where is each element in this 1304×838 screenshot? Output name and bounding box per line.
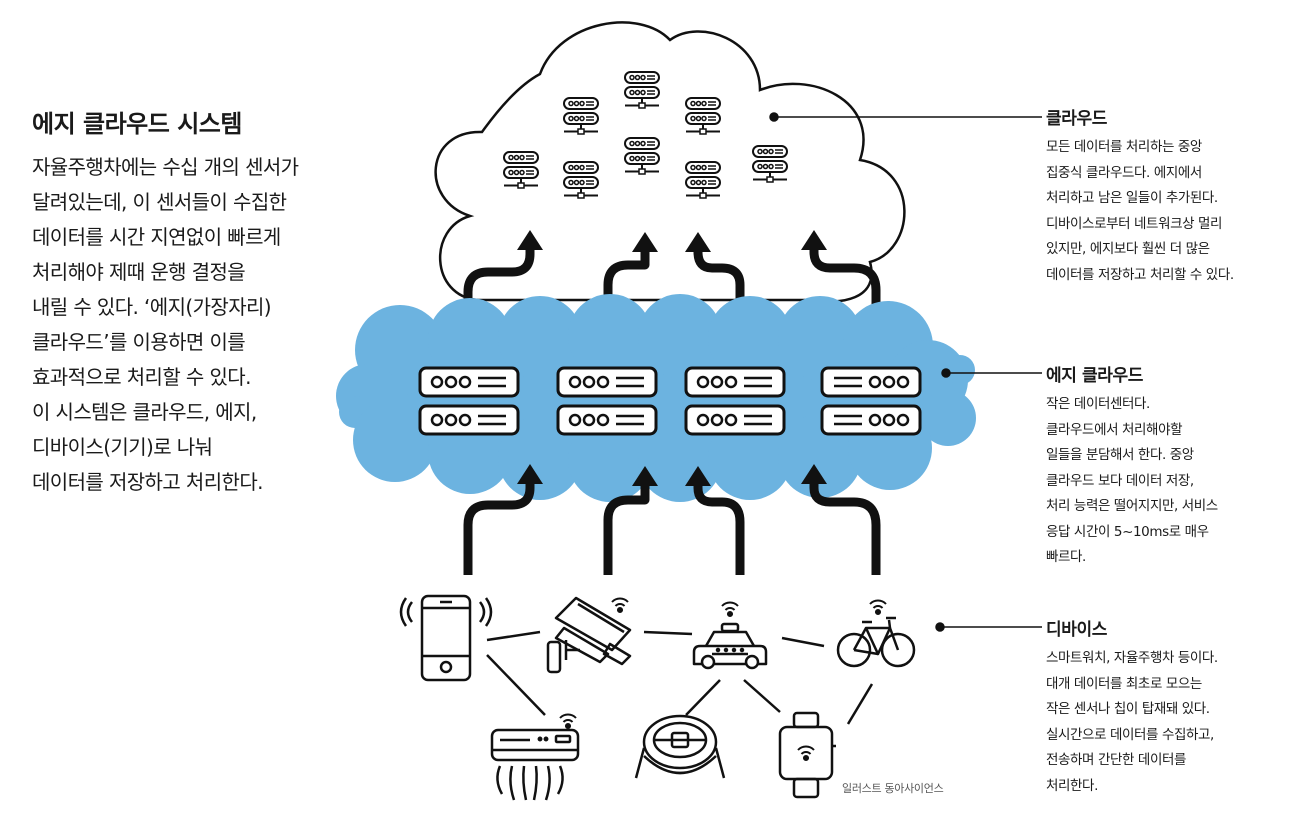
wifi-icon [868,599,888,616]
arrow-up-icon [685,232,711,252]
leader-lines [769,112,1042,632]
intro-line: 클라우드’를 이용하면 이를 [32,330,246,354]
device-line: 스마트워치, 자율주행차 등이다. [1046,650,1218,666]
wifi-icon [558,713,578,730]
smartphone-icon [399,594,493,682]
device-heading: 디바이스 [1046,620,1107,640]
edge-line: 처리 능력은 떨어지지만, 서비스 [1046,498,1218,514]
arrow-up-icon [632,466,658,486]
wifi-icon [720,601,740,618]
server-icon [418,404,520,436]
arrow-up-icon [801,464,827,484]
air-conditioner-icon [490,713,580,801]
device-line: 실시간으로 데이터를 수집하고, [1046,726,1214,743]
intro-line: 처리해야 제때 운행 결정을 [32,260,246,284]
edge-line: 빠르다. [1046,549,1086,565]
intro-line: 이 시스템은 클라우드, 에지, [32,400,257,424]
device-line: 작은 센서나 칩이 탑재돼 있다. [1046,701,1210,717]
device-description: 디바이스 스마트워치, 자율주행차 등이다. 대개 데이터를 최초로 모으는 작… [1046,615,1296,799]
server-icon [556,366,658,398]
cloud-line: 처리하고 남은 일들이 추가된다. [1046,190,1218,206]
arrow-heads-top [517,230,827,252]
cloud-heading: 클라우드 [1046,109,1107,129]
intro-line: 자율주행차에는 수십 개의 센서가 [32,155,299,179]
bicycle-icon [836,599,916,668]
illustration-credit: 일러스트 동아사이언스 [842,782,944,795]
device-line: 대개 데이터를 최초로 모으는 [1046,675,1202,692]
server-icon [684,366,786,398]
intro-line: 디바이스(기기)로 나눠 [32,435,213,459]
taxi-icon [692,601,768,670]
cloud-line: 있지만, 에지보다 훨씬 더 많은 [1046,241,1210,257]
intro-line: 내릴 수 있다. ‘에지(가장자리) [32,295,272,319]
arrow-up-icon [685,466,711,486]
edge-line: 클라우드에서 처리해야할 [1046,421,1183,438]
wifi-icon [796,745,816,762]
device-line: 전송하며 간단한 데이터를 [1046,752,1187,768]
server-icon [556,404,658,436]
edge-cloud-shape [336,294,976,502]
intro-line: 효과적으로 처리할 수 있다. [32,365,251,389]
cloud-description: 클라우드 모든 데이터를 처리하는 중앙 집중식 클라우드다. 에지에서 처리하… [1046,104,1296,288]
cloud-line: 디바이스로부터 네트워크상 멀리 [1046,215,1223,232]
cloud-line: 집중식 클라우드다. 에지에서 [1046,164,1202,181]
arrow-up-icon [517,464,543,484]
device-network-lines [486,630,874,725]
server-icon [418,366,520,398]
edge-line: 작은 데이터센터다. [1046,396,1150,412]
server-icon [820,366,922,398]
page-title: 에지 클라우드 시스템 [32,110,242,138]
edge-line: 클라우드 보다 데이터 저장, [1046,472,1194,489]
cloud-line: 데이터를 저장하고 처리할 수 있다. [1046,266,1234,283]
robot-vacuum-icon [634,714,726,779]
edge-line: 일들을 분담해서 한다. 중앙 [1046,447,1194,463]
arrow-up-icon [632,232,658,252]
edge-heading: 에지 클라우드 [1046,366,1143,386]
intro-paragraph: 자율주행차에는 수십 개의 센서가 달려있는데, 이 센서들이 수집한 데이터를… [32,150,362,500]
central-cloud-shape [434,21,906,303]
intro-line: 달려있는데, 이 센서들이 수집한 [32,190,287,214]
arrow-heads-mid [517,464,827,486]
arrows-device-to-edge [463,482,881,575]
arrow-up-icon [517,230,543,250]
device-line: 처리한다. [1046,777,1098,794]
smartwatch-icon [778,711,836,799]
edge-line: 응답 시간이 5~10ms로 매우 [1046,523,1209,540]
edge-description: 에지 클라우드 작은 데이터센터다. 클라우드에서 처리해야할 일들을 분담해서… [1046,361,1296,571]
server-icon [684,404,786,436]
intro-line: 데이터를 저장하고 처리한다. [32,470,263,494]
cloud-line: 모든 데이터를 처리하는 중앙 [1046,139,1202,155]
security-camera-icon [546,596,632,674]
intro-line: 데이터를 시간 지연없이 빠르게 [32,225,281,249]
server-icon [820,404,922,436]
arrow-up-icon [801,230,827,250]
wifi-icon [610,597,630,614]
arrows-edge-to-cloud [463,247,881,345]
